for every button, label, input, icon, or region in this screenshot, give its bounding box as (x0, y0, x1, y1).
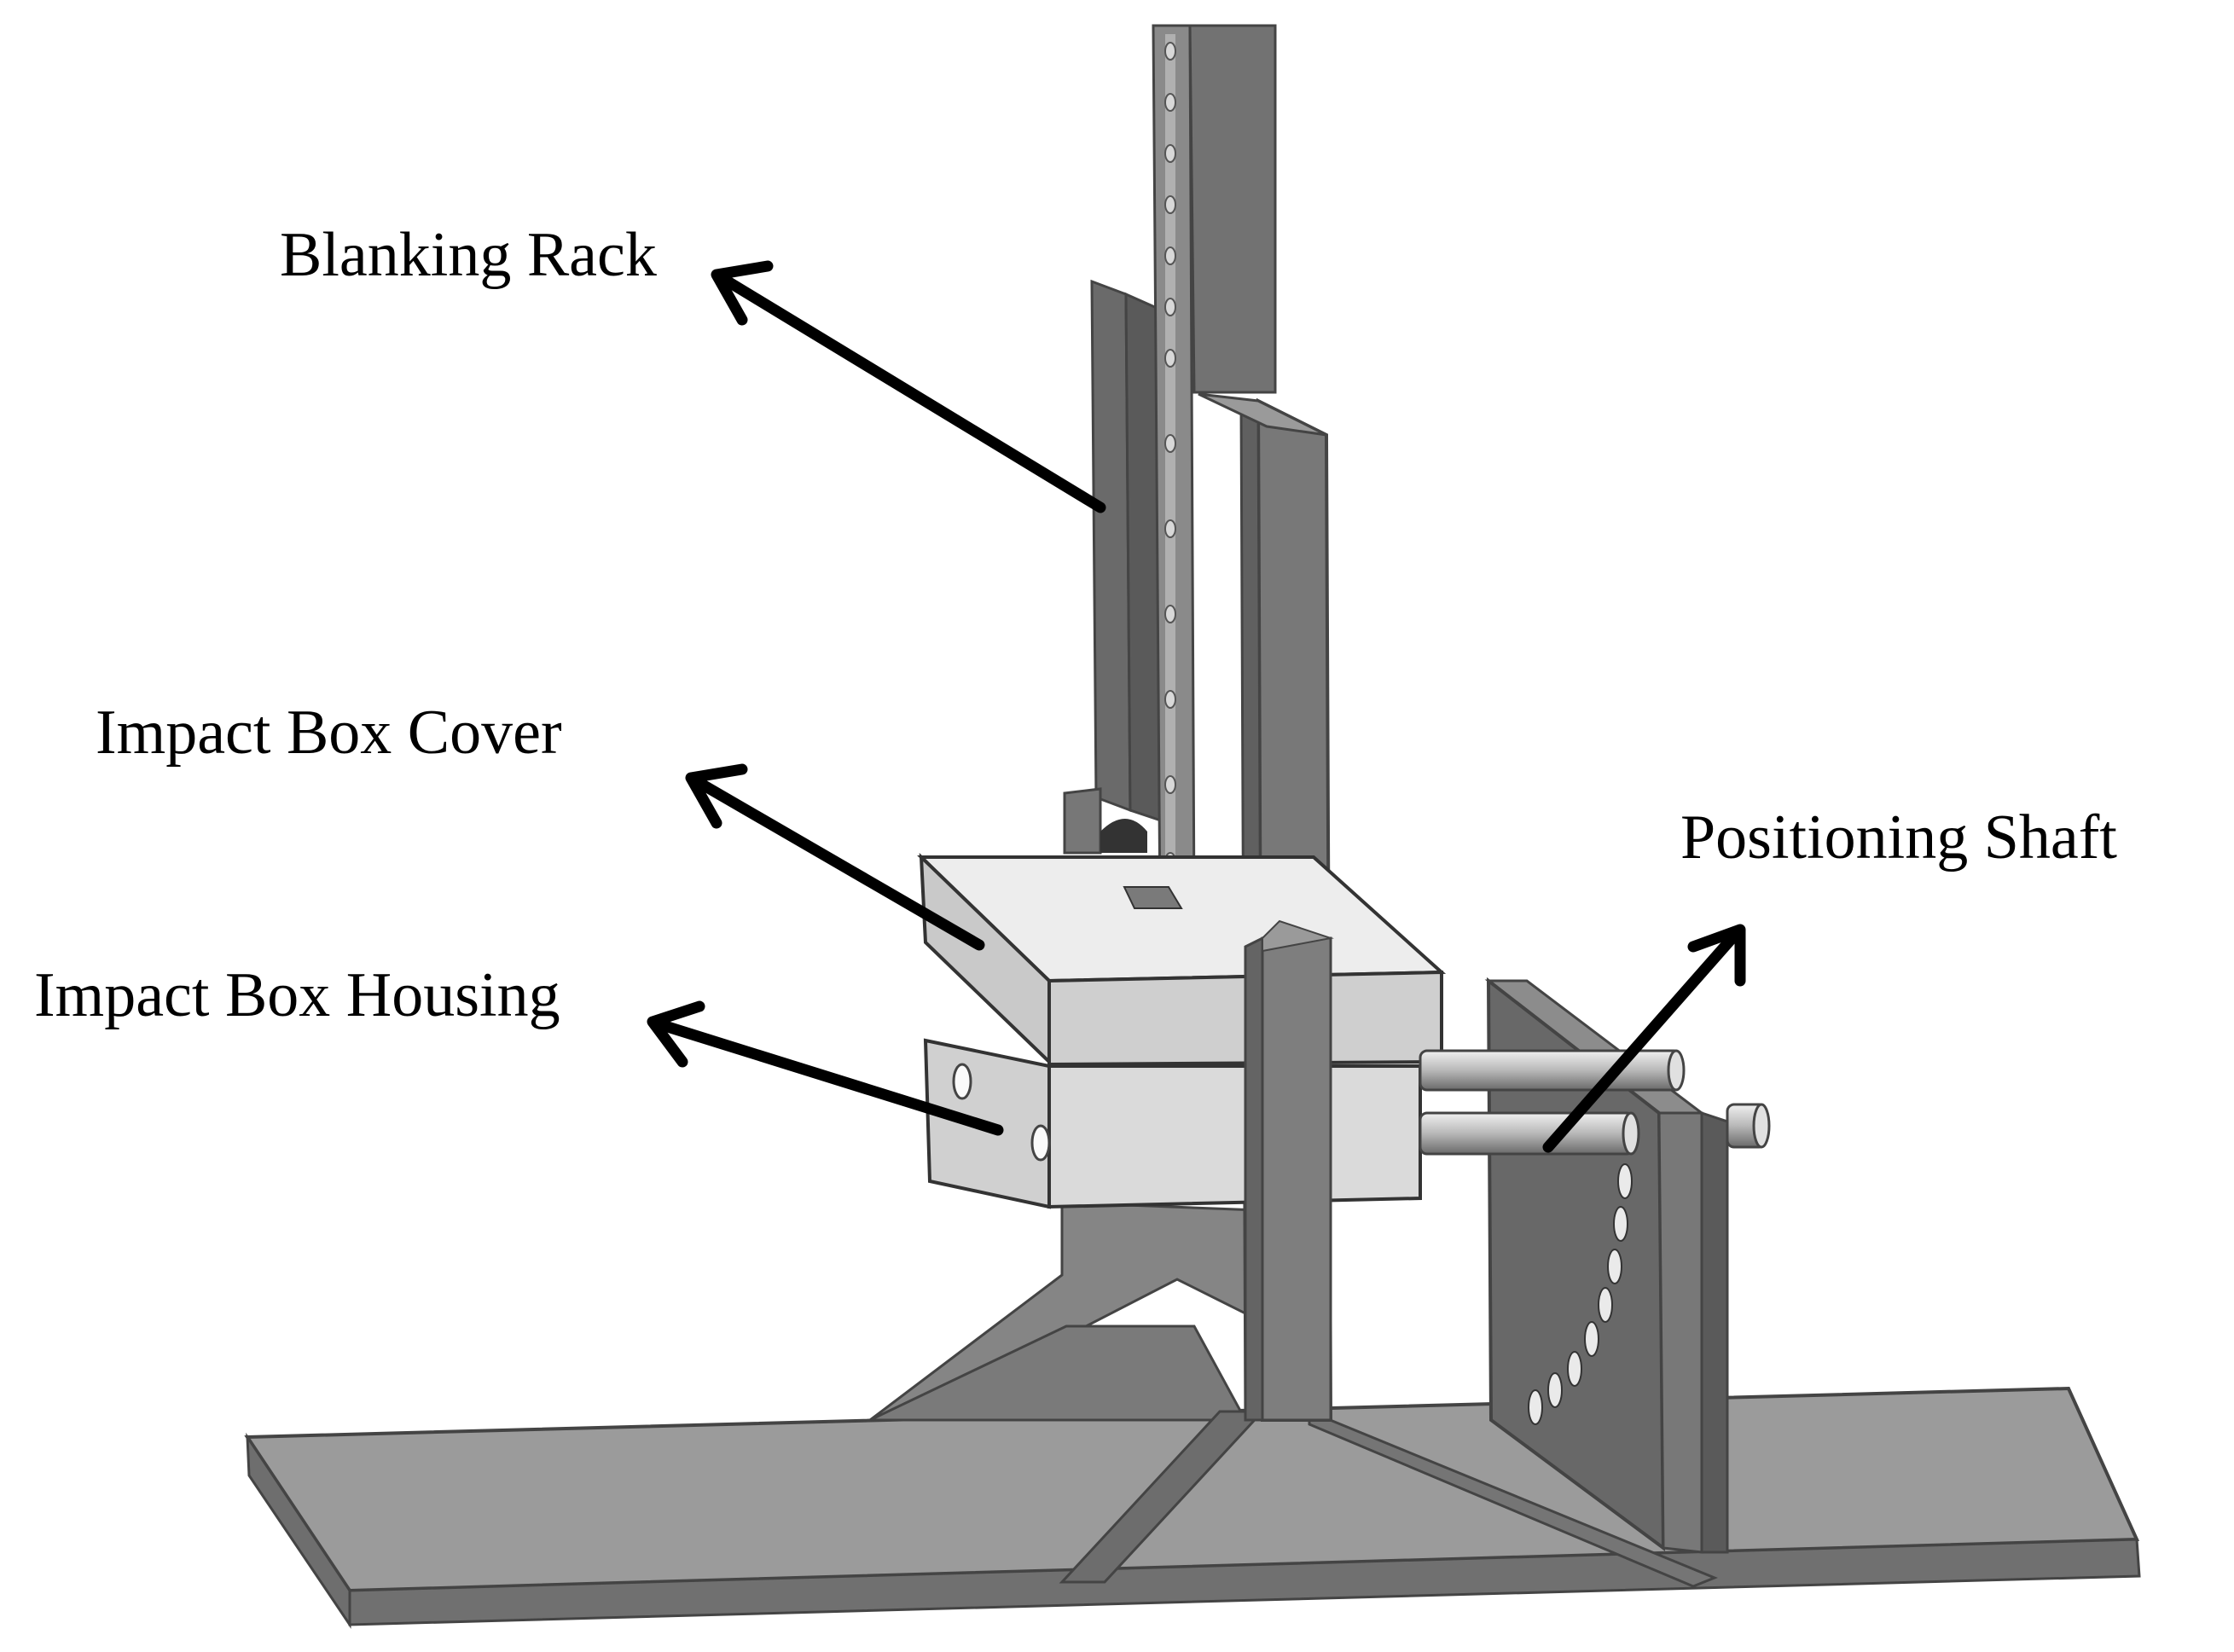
impact-box-cover (917, 853, 1447, 1067)
blanking-rack-label: Blanking Rack (280, 220, 657, 290)
column-front (1244, 919, 1334, 1422)
arrows (647, 260, 1746, 1153)
rack-teeth (1164, 42, 1176, 871)
impact-box-cover-arrow (685, 763, 985, 951)
blanking-rack-arrow (711, 260, 1106, 513)
rack-latch (1063, 787, 1147, 855)
positioning-shaft-arrow (1542, 924, 1746, 1153)
impact-box-housing-arrow (647, 1000, 1004, 1136)
rear-gusset (866, 1201, 1281, 1422)
impact-box-cover-label: Impact Box Cover (96, 698, 562, 768)
impact-box-housing (923, 1038, 1422, 1209)
impact-box-housing-label: Impact Box Housing (34, 960, 560, 1030)
positioning-shaft-label: Positioning Shaft (1680, 803, 2117, 872)
plate-holes (1528, 1163, 1633, 1425)
base-plate (244, 1386, 2141, 1629)
positioning-shafts (1419, 1049, 1771, 1156)
